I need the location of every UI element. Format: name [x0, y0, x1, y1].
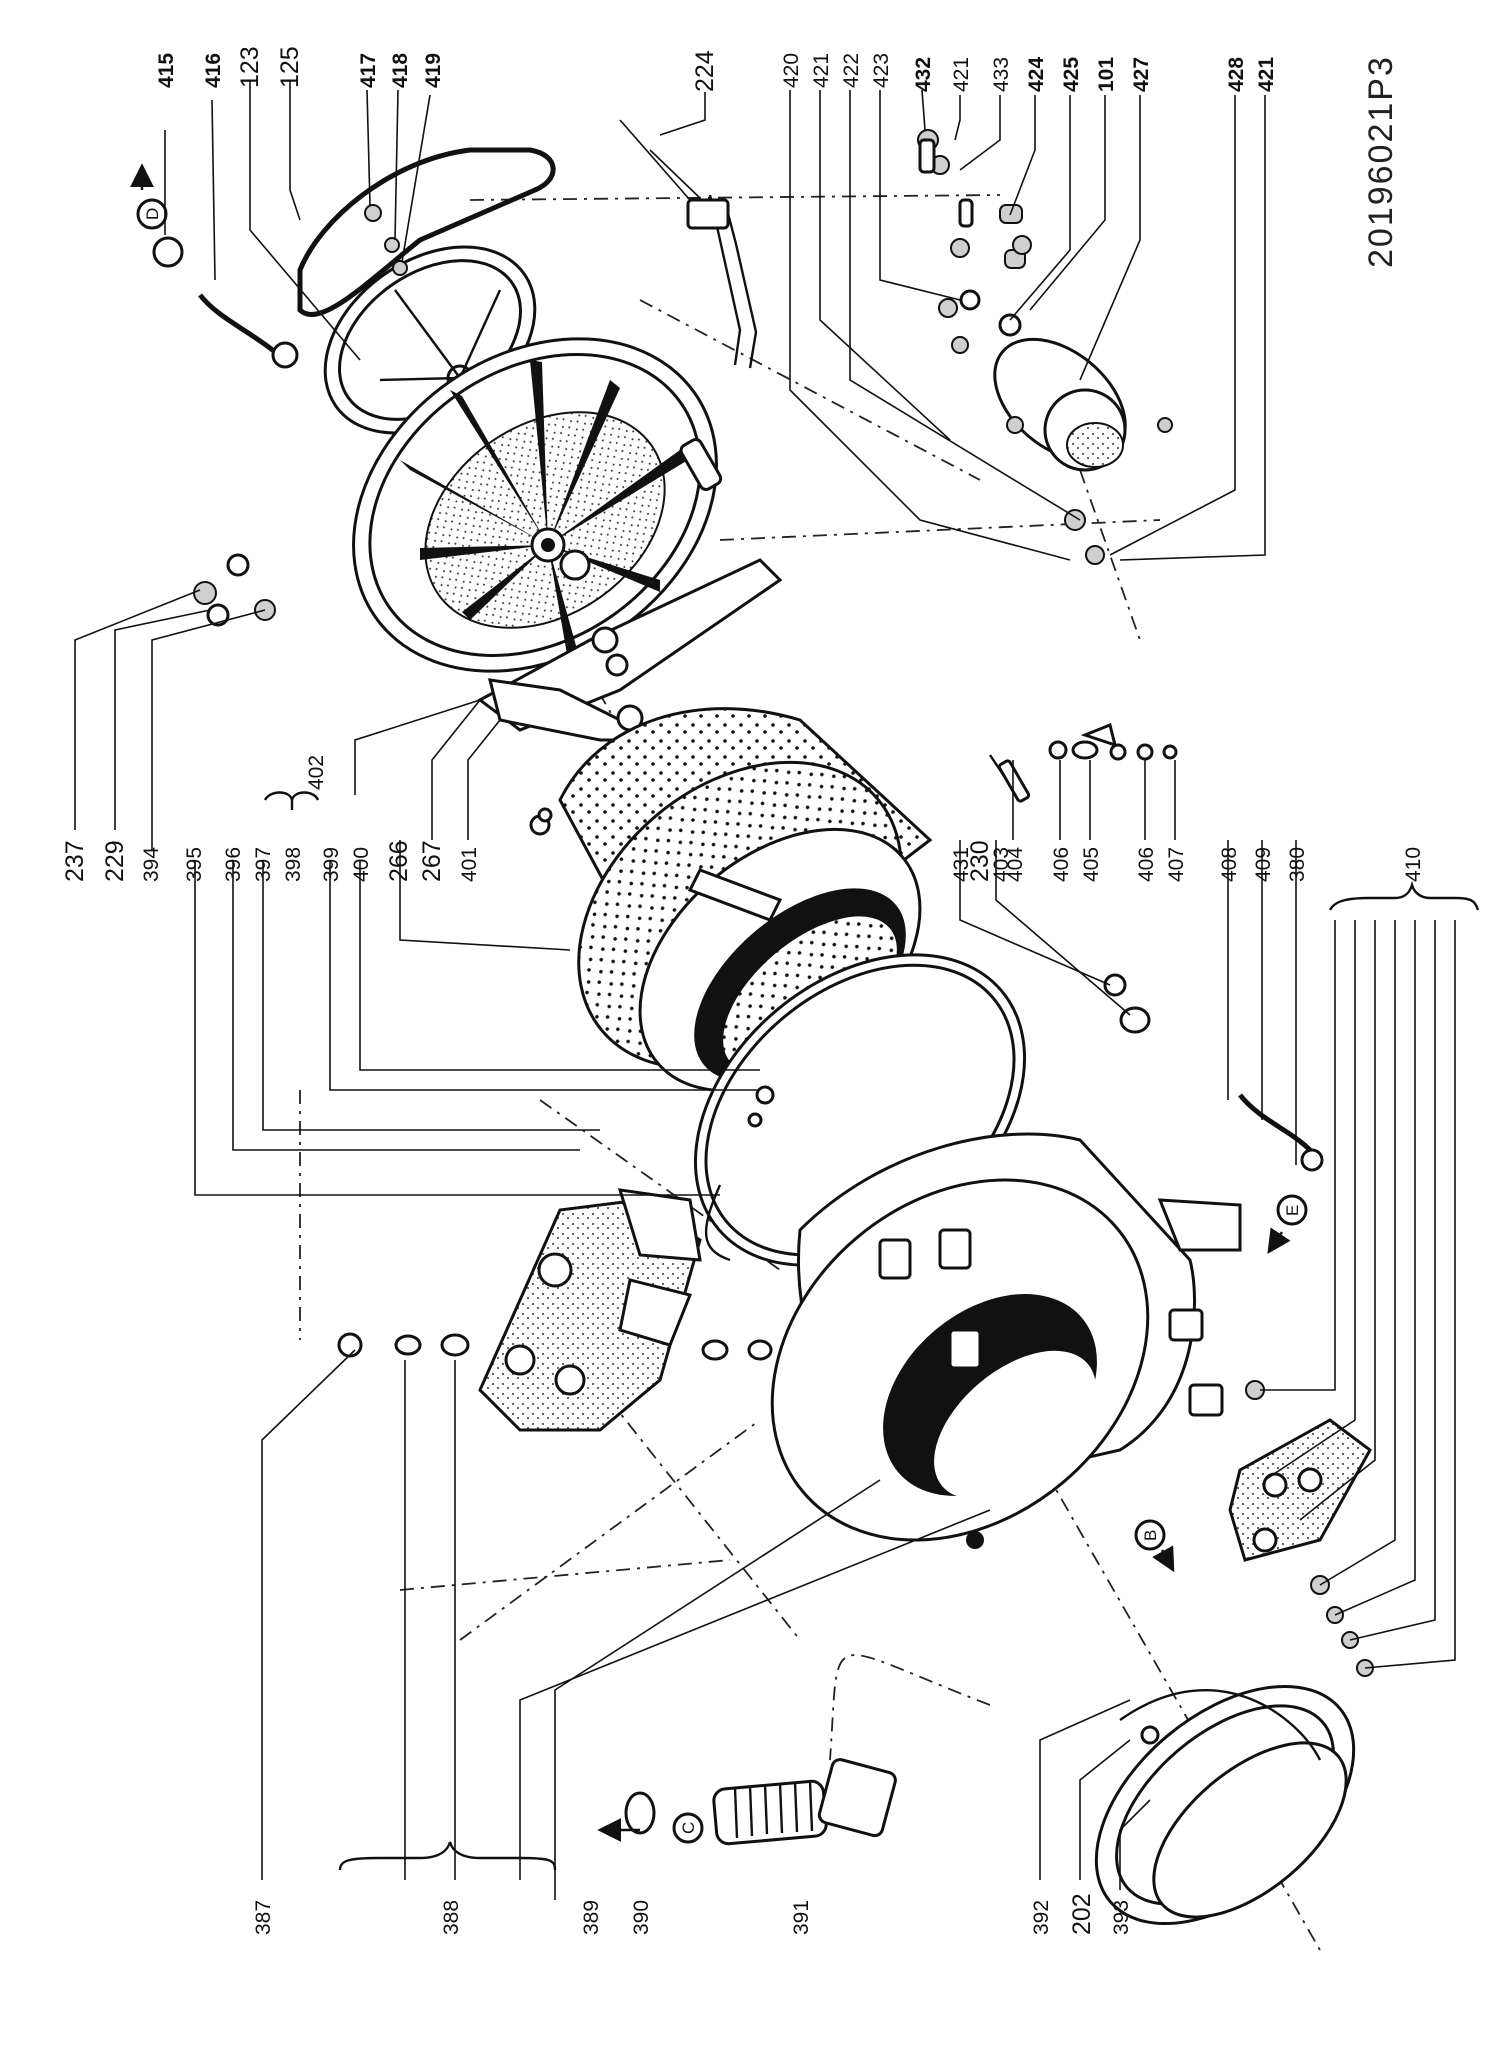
callout-393: 393: [1110, 1900, 1133, 1935]
front-tub: [770, 1132, 1242, 1549]
brace-398: [263, 791, 320, 810]
callout-420: 420: [780, 53, 803, 88]
callout-402: 402: [305, 755, 328, 790]
rear-tub-half: [352, 337, 723, 673]
counterweight-block: [478, 1188, 702, 1432]
callout-380: 380: [1286, 847, 1309, 882]
pulley-bolt-parts: [364, 204, 408, 276]
callout-266: 266: [385, 840, 413, 882]
shock-absorber-clip: [1103, 973, 1151, 1034]
heater-element: [619, 119, 758, 369]
callout-399: 399: [320, 847, 343, 882]
pump-bracket: [1228, 1380, 1374, 1677]
arrow-icon: [1267, 1227, 1291, 1254]
callout-396: 396: [222, 847, 245, 882]
callout-418: 418: [389, 53, 412, 88]
callout-388: 388: [440, 1900, 463, 1935]
callout-407: 407: [1165, 847, 1188, 882]
view-marker-b: B: [1134, 1519, 1175, 1573]
callout-403: 403: [990, 847, 1013, 882]
callout-421-a: 421: [810, 53, 833, 88]
motor: [959, 289, 1127, 472]
svg-text:B: B: [1141, 1530, 1160, 1541]
callout-424: 424: [1025, 57, 1048, 92]
callout-427: 427: [1130, 57, 1153, 92]
callout-428: 428: [1225, 57, 1248, 92]
drum-spider-bracket: [477, 558, 783, 742]
callout-421-c: 421: [1255, 57, 1278, 92]
callout-101: 101: [1095, 57, 1118, 92]
view-marker-c: C: [672, 1812, 704, 1844]
callout-422: 422: [840, 53, 863, 88]
callout-392: 392: [1030, 1900, 1053, 1935]
callout-423: 423: [870, 53, 893, 88]
callout-391: 391: [790, 1900, 813, 1935]
callout-408: 408: [1218, 847, 1241, 882]
callout-400: 400: [350, 847, 373, 882]
drain-hose-ribs: [733, 1780, 814, 1839]
air-trap-hose: [1238, 1093, 1324, 1172]
callout-419: 419: [422, 53, 445, 88]
callout-labels: 415 416 123 125 417 418 419 224 420 421 …: [61, 46, 1425, 1935]
callout-425: 425: [1060, 57, 1083, 92]
callout-237: 237: [61, 840, 89, 882]
callout-432: 432: [912, 57, 935, 92]
callout-416: 416: [202, 53, 225, 88]
counterweight-fixings: [337, 1332, 773, 1361]
callout-421-b: 421: [950, 57, 973, 92]
callout-410: 410: [1402, 847, 1425, 882]
callout-405: 405: [1080, 847, 1103, 882]
sensor-hose: [152, 236, 299, 369]
callout-431: 431: [950, 847, 973, 882]
callout-123: 123: [236, 46, 264, 88]
view-marker-d: D: [130, 163, 168, 230]
callout-389: 389: [580, 1900, 603, 1935]
view-marker-e: E: [1267, 1194, 1308, 1254]
callout-387: 387: [252, 1900, 275, 1935]
svg-text:D: D: [143, 208, 162, 220]
callout-394: 394: [140, 847, 163, 882]
callout-417: 417: [357, 53, 380, 88]
callout-202: 202: [1068, 1893, 1096, 1935]
drawing-code: 20196021P3: [1362, 55, 1400, 268]
rear-cover-ribs: [400, 360, 688, 660]
callout-398: 398: [282, 847, 305, 882]
leader-lines: [74, 80, 1456, 1900]
svg-text:E: E: [1283, 1205, 1302, 1216]
brace-388: [338, 1841, 557, 1871]
door-seal: [1094, 1684, 1356, 1926]
brace-410: [1328, 880, 1480, 911]
callout-409: 409: [1252, 847, 1275, 882]
drain-hose: [624, 1758, 897, 1846]
callout-397: 397: [252, 847, 275, 882]
callout-406-a: 406: [1050, 847, 1073, 882]
motor-springs: [918, 138, 974, 228]
callout-230: 230: [966, 840, 994, 882]
callout-406-b: 406: [1135, 847, 1158, 882]
svg-text:C: C: [679, 1822, 698, 1834]
callout-390: 390: [630, 1900, 653, 1935]
callout-395: 395: [183, 847, 206, 882]
callout-267: 267: [418, 840, 446, 882]
drive-belt: [297, 147, 556, 318]
arrow-icon: [1152, 1545, 1175, 1573]
hinge-parts: [989, 722, 1178, 803]
callout-404: 404: [1004, 847, 1027, 882]
motor-bushings: [917, 129, 1173, 565]
callout-125: 125: [276, 46, 304, 88]
callout-229: 229: [101, 840, 129, 882]
callout-401: 401: [458, 847, 481, 882]
callout-224: 224: [691, 50, 719, 92]
callout-433: 433: [990, 57, 1013, 92]
shock-fixings: [193, 553, 276, 627]
callout-415: 415: [155, 53, 178, 88]
